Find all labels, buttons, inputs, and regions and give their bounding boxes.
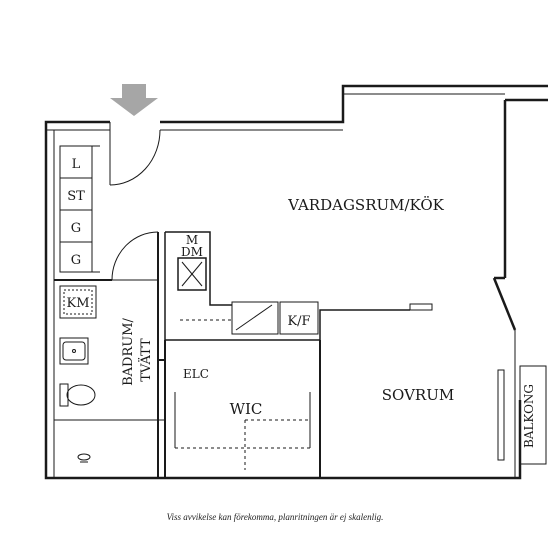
fixture-label-fridge-freezer: K/F bbox=[287, 314, 310, 329]
fixture-label-wardrobe-1: L bbox=[72, 157, 81, 172]
fixture-label-wardrobe-3: G bbox=[71, 221, 81, 236]
toilet-icon bbox=[59, 383, 96, 407]
wic-door[interactable] bbox=[174, 392, 311, 448]
room-label-bathroom-2: TVÄTT bbox=[137, 338, 154, 382]
interior-walls bbox=[158, 340, 321, 478]
entrance-door[interactable] bbox=[109, 122, 161, 186]
wic-shelves bbox=[175, 419, 310, 470]
balcony-box bbox=[519, 365, 547, 465]
room-label-living-kitchen: VARDAGSRUM/KÖK bbox=[287, 196, 445, 214]
room-label-wic: WIC bbox=[230, 400, 263, 418]
outer-walls bbox=[44, 84, 548, 480]
room-label-electrical: ELC bbox=[183, 367, 209, 381]
room-label-balcony: BALKONG bbox=[522, 384, 536, 448]
fixture-label-washer: KM bbox=[66, 296, 89, 311]
room-label-bedroom: SOVRUM bbox=[382, 386, 454, 404]
fixture-label-closet-m: M bbox=[186, 233, 198, 247]
bathroom-door[interactable] bbox=[111, 231, 159, 281]
disclaimer-caption: Viss avvikelse kan förekomma, planritnin… bbox=[166, 512, 384, 522]
fixture-label-wardrobe-4: G bbox=[71, 253, 81, 268]
washer-box bbox=[59, 285, 97, 319]
cabinet-details bbox=[181, 261, 433, 335]
wardrobe-column bbox=[59, 145, 100, 273]
shower-screen bbox=[60, 419, 166, 470]
sink-icon bbox=[59, 337, 89, 365]
fixture-label-dishwasher: DM bbox=[181, 245, 203, 259]
fixture-label-wardrobe-2: ST bbox=[67, 189, 85, 204]
shower-drain-icon bbox=[77, 453, 91, 463]
entrance-arrow-icon bbox=[110, 84, 158, 116]
room-label-bathroom-1: BADRUM/ bbox=[121, 317, 136, 385]
balcony-door[interactable] bbox=[497, 369, 505, 461]
